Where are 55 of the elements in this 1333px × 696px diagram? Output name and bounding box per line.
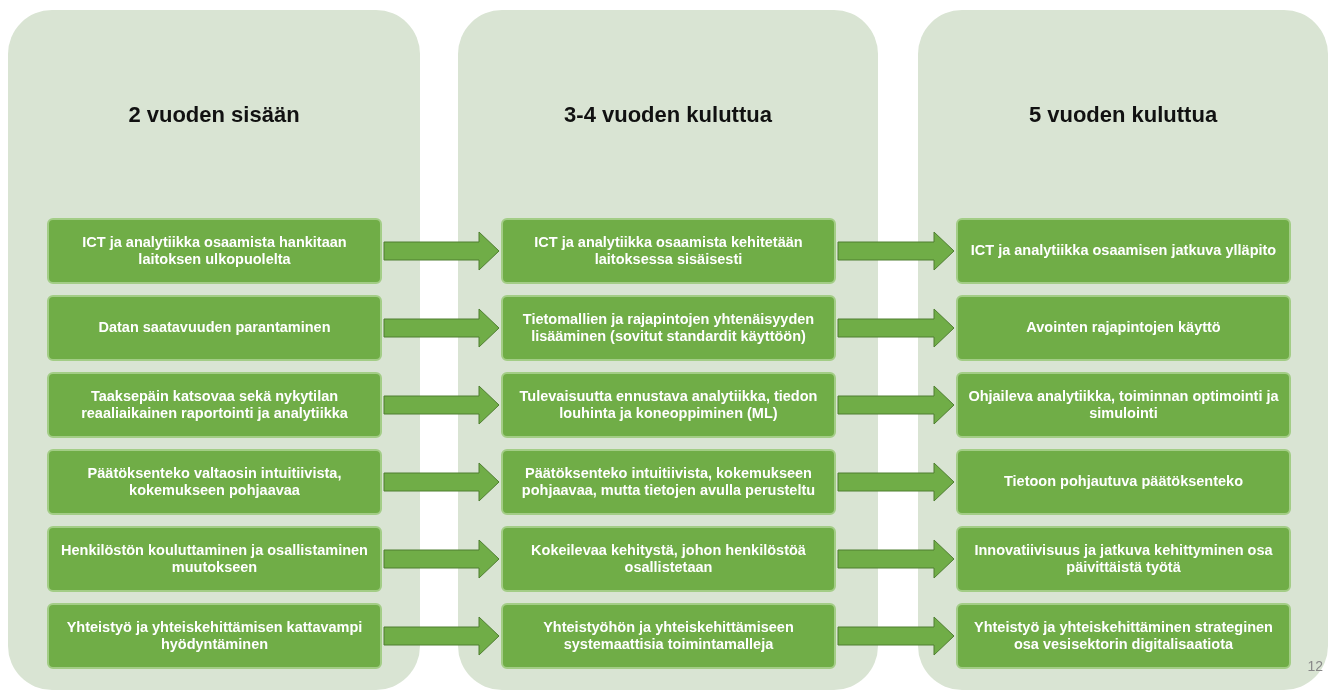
step-text: Kokeilevaa kehitystä, johon henkilöstöä osallistetaan <box>530 541 807 577</box>
step-text: Päätöksenteko valtaosin intuitiivista, kokemukseen pohjaavaa <box>86 464 343 500</box>
step-box <box>47 603 382 669</box>
step-text: Ohjaileva analytiikka, toiminnan optimointi ja simulointi <box>967 387 1280 423</box>
step-box <box>956 218 1291 284</box>
step-box <box>501 449 836 515</box>
block-arrow <box>837 539 955 579</box>
step-box <box>956 372 1291 438</box>
block-arrow <box>383 616 500 656</box>
step-box <box>501 603 836 669</box>
stage-panel <box>458 10 878 690</box>
step-box <box>956 295 1291 361</box>
step-text: ICT ja analytiikka osaamista hankitaan laitoksen ulkopuolelta <box>81 233 348 269</box>
step-text: Avointen rajapintojen käyttö <box>1026 319 1221 337</box>
block-arrow <box>383 539 500 579</box>
step-box <box>501 295 836 361</box>
block-arrow <box>837 385 955 425</box>
step-text: Yhteistyö ja yhteiskehittäminen strateginen osa vesisektorin digitalisaatiota <box>973 618 1274 654</box>
stage-heading: 3-4 vuoden kuluttua <box>563 102 773 128</box>
stage-heading: 5 vuoden kuluttua <box>1027 102 1219 128</box>
stage-heading: 2 vuoden sisään <box>127 102 301 128</box>
step-box <box>501 372 836 438</box>
step-box <box>47 295 382 361</box>
step-text: Henkilöstön kouluttaminen ja osallistaminen muutokseen <box>60 541 369 577</box>
step-text: Päätöksenteko intuitiivista, kokemukseen pohjaavaa, mutta tietojen avulla perusteltu <box>520 464 817 500</box>
step-text: ICT ja analytiikka osaamisen jatkuva ylläpito <box>970 242 1277 260</box>
block-arrow <box>837 616 955 656</box>
block-arrow <box>383 385 500 425</box>
step-text: ICT ja analytiikka osaamista kehitetään laitoksessa sisäisesti <box>533 233 804 269</box>
page-number: 12 <box>1307 658 1323 674</box>
block-arrow <box>837 462 955 502</box>
step-box <box>47 449 382 515</box>
block-arrow <box>837 308 955 348</box>
step-text: Datan saatavuuden parantaminen <box>98 319 331 337</box>
step-text: Yhteistyöhön ja yhteiskehittämiseen systemaattisia toimintamalleja <box>542 618 795 654</box>
step-box <box>956 526 1291 592</box>
stage-panel <box>8 10 420 690</box>
block-arrow <box>383 462 500 502</box>
step-text: Taaksepäin katsovaa sekä nykytilan reaaliaikainen raportointi ja analytiikka <box>80 387 349 423</box>
step-box <box>47 372 382 438</box>
step-box <box>47 218 382 284</box>
step-box <box>956 603 1291 669</box>
step-text: Innovatiivisuus ja jatkuva kehittyminen osa päivittäistä työtä <box>973 541 1274 577</box>
step-text: Yhteistyö ja yhteiskehittämisen kattavampi hyödyntäminen <box>65 618 364 654</box>
step-text: Tietoon pohjautuva päätöksenteko <box>1004 473 1243 491</box>
step-box <box>501 526 836 592</box>
stage-panel <box>918 10 1328 690</box>
step-text: Tulevaisuutta ennustava analytiikka, tiedon louhinta ja koneoppiminen (ML) <box>518 387 819 423</box>
block-arrow <box>383 231 500 271</box>
block-arrow <box>383 308 500 348</box>
step-box <box>501 218 836 284</box>
block-arrow <box>837 231 955 271</box>
step-box <box>47 526 382 592</box>
step-box <box>956 449 1291 515</box>
step-text: Tietomallien ja rajapintojen yhtenäisyyden lisääminen (sovitut standardit käyttöön) <box>521 310 816 346</box>
